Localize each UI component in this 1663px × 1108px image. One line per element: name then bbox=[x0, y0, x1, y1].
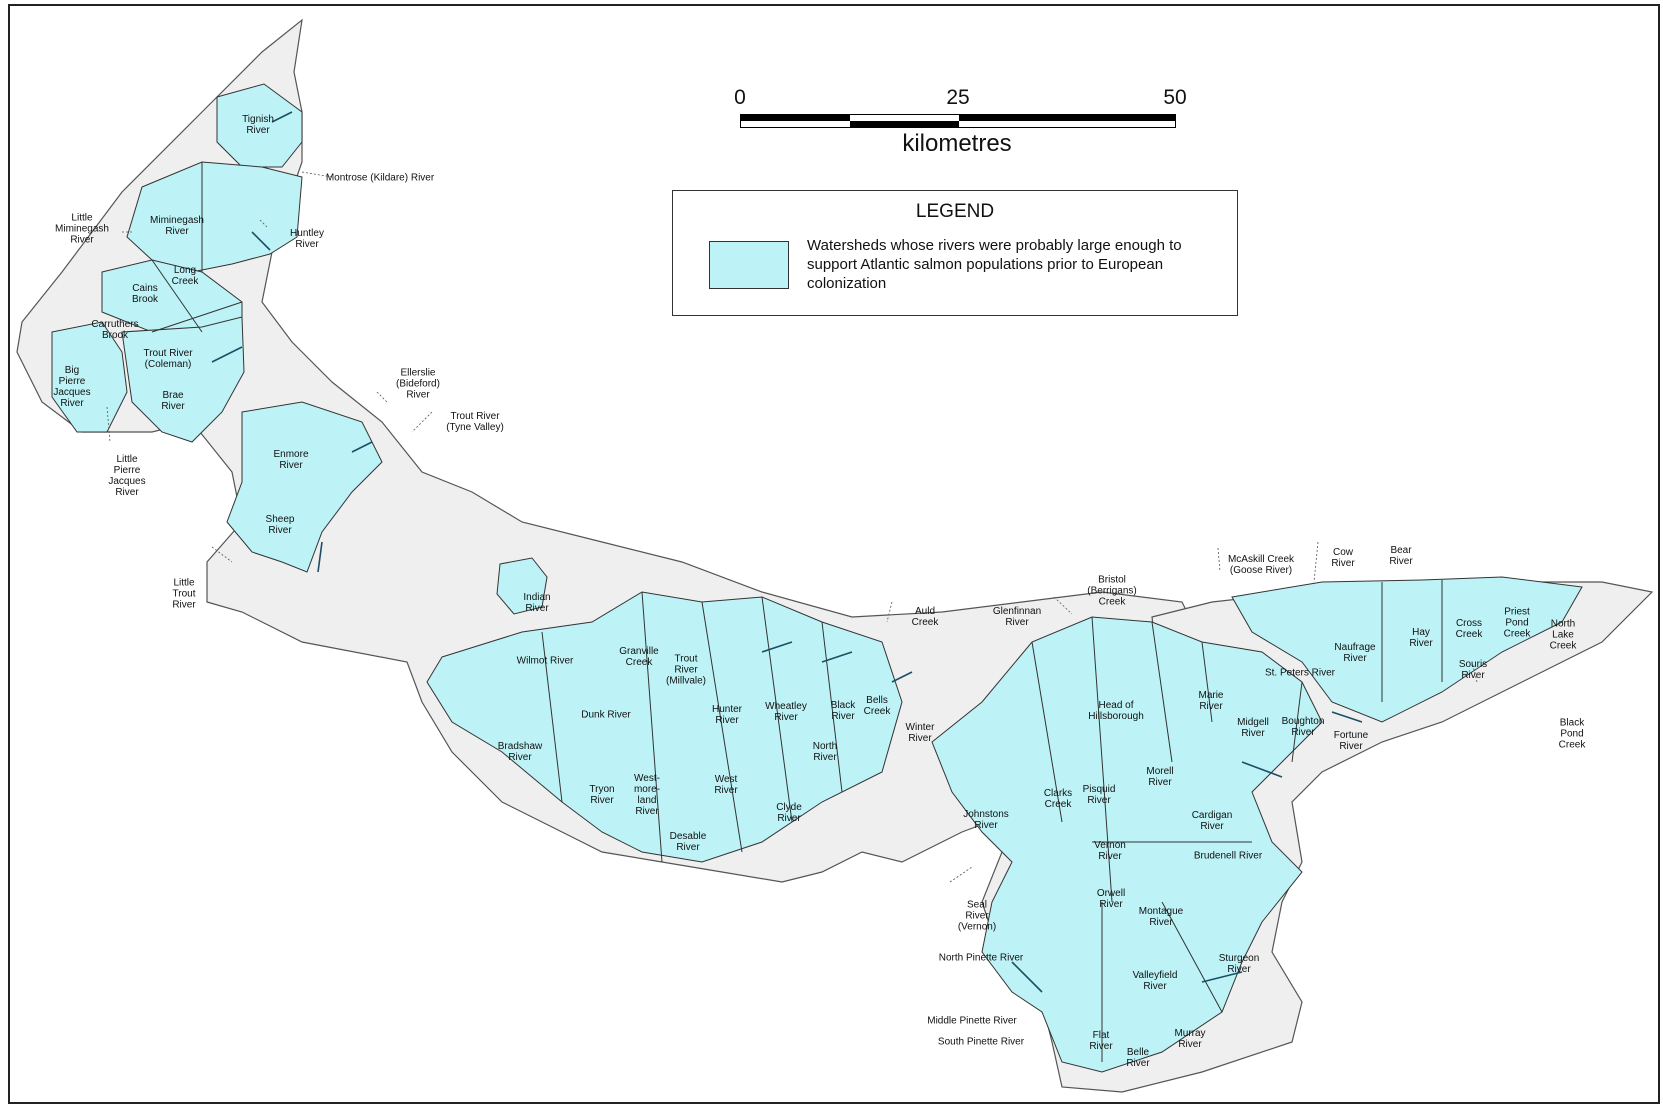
watershed-big-pierre bbox=[51, 321, 128, 433]
label-trout-river-millvale: Trout River (Millvale) bbox=[666, 653, 706, 687]
label-granville-creek: Granville Creek bbox=[619, 646, 659, 668]
label-west-river: West River bbox=[714, 774, 738, 796]
label-vernon-river: Vernon River bbox=[1094, 840, 1126, 862]
label-tignish-river: Tignish River bbox=[242, 114, 274, 136]
label-carruthers-brook: Carruthers Brook bbox=[91, 319, 139, 341]
label-hunter-river: Hunter River bbox=[711, 704, 743, 726]
watershed-indian bbox=[496, 557, 548, 615]
label-head-of-hillsborough: Head of Hillsborough bbox=[1088, 700, 1144, 722]
label-wilmot-river: Wilmot River bbox=[516, 655, 574, 667]
scale-seg-1 bbox=[741, 115, 850, 121]
label-boughton-river: Boughton River bbox=[1281, 716, 1325, 738]
label-valleyfield-river: Valleyfield River bbox=[1132, 970, 1178, 992]
label-naufrage-river: Naufrage River bbox=[1334, 642, 1376, 664]
legend-swatch bbox=[709, 241, 789, 289]
label-clyde-river: Clyde River bbox=[776, 802, 802, 824]
label-brae-river: Brae River bbox=[161, 390, 185, 412]
label-midgell-river: Midgell River bbox=[1237, 717, 1269, 739]
label-black-river: Black River bbox=[830, 700, 856, 722]
label-cains-brook: Cains Brook bbox=[131, 283, 159, 305]
label-cross-creek: Cross Creek bbox=[1455, 618, 1483, 640]
scale-seg-2 bbox=[850, 121, 959, 127]
label-westmoreland-river: West- more- land River bbox=[633, 773, 661, 817]
label-north-river: North River bbox=[812, 741, 838, 763]
label-hay-river: Hay River bbox=[1409, 627, 1433, 649]
label-desable-river: Desable River bbox=[669, 831, 707, 853]
label-flat-river: Flat River bbox=[1089, 1030, 1113, 1052]
label-bells-creek: Bells Creek bbox=[863, 695, 891, 717]
label-trout-river-tyne-valley: Trout River (Tyne Valley) bbox=[446, 411, 504, 433]
scale-tick-50: 50 bbox=[1163, 86, 1187, 109]
label-trout-river-coleman: Trout River (Coleman) bbox=[143, 348, 193, 370]
scale-bar-graphic bbox=[740, 114, 1176, 128]
label-pisquid-river: Pisquid River bbox=[1082, 784, 1116, 806]
label-winter-river: Winter River bbox=[905, 722, 935, 744]
label-priest-pond-creek: Priest Pond Creek bbox=[1503, 606, 1531, 640]
label-johnstons-river: Johnstons River bbox=[963, 809, 1009, 831]
label-black-pond-creek: Black Pond Creek bbox=[1558, 717, 1586, 751]
watershed-trout-coleman bbox=[121, 316, 245, 443]
leader-lines bbox=[106, 171, 1478, 883]
label-brudenell-river: Brudenell River bbox=[1193, 850, 1263, 862]
label-miminegash-river: Miminegash River bbox=[150, 215, 204, 237]
label-belle-river: Belle River bbox=[1126, 1047, 1150, 1069]
label-indian-river: Indian River bbox=[523, 592, 551, 614]
legend-entry-text: Watersheds whose rivers were probably la… bbox=[807, 237, 1182, 292]
label-wheatley-river: Wheatley River bbox=[765, 701, 807, 723]
label-auld-creek: Auld Creek bbox=[911, 606, 939, 628]
label-sheep-river: Sheep River bbox=[265, 514, 295, 536]
label-seal-river-vernon: Seal River (Vernon) bbox=[957, 899, 997, 933]
label-ellerslie-river: Ellerslie (Bideford) River bbox=[396, 367, 440, 401]
label-enmore-river: Enmore River bbox=[273, 449, 309, 471]
label-souris-river: Souris River bbox=[1458, 659, 1488, 681]
watershed-miminegash bbox=[126, 161, 303, 273]
label-north-lake-creek: North Lake Creek bbox=[1549, 618, 1577, 652]
label-bear-river: Bear River bbox=[1389, 545, 1413, 567]
label-fortune-river: Fortune River bbox=[1333, 730, 1369, 752]
watershed-east-central bbox=[931, 616, 1323, 1073]
island-landmass-west bbox=[16, 18, 1203, 883]
watershed-tignish bbox=[216, 83, 303, 168]
stream-network bbox=[211, 111, 1363, 993]
label-morell-river: Morell River bbox=[1146, 766, 1174, 788]
label-bristol-creek: Bristol (Berrigans) Creek bbox=[1087, 574, 1137, 608]
divide-lines bbox=[151, 162, 1443, 1062]
scale-tick-0: 0 bbox=[734, 86, 746, 109]
label-cow-river: Cow River bbox=[1331, 547, 1355, 569]
label-big-pierre-jacques-river: Big Pierre Jacques River bbox=[53, 365, 91, 409]
label-long-creek: Long Creek bbox=[171, 265, 199, 287]
label-clarks-creek: Clarks Creek bbox=[1043, 788, 1073, 810]
label-glenfinnan-river: Glenfinnan River bbox=[992, 606, 1042, 628]
label-north-pinette-river: North Pinette River bbox=[938, 952, 1024, 964]
label-st-peters-river: St. Peters River bbox=[1264, 667, 1336, 679]
watershed-central bbox=[426, 591, 903, 863]
label-marie-river: Marie River bbox=[1198, 690, 1224, 712]
label-montague-river: Montague River bbox=[1138, 906, 1184, 928]
label-tryon-river: Tryon River bbox=[589, 784, 615, 806]
label-bradshaw-river: Bradshaw River bbox=[497, 741, 543, 763]
label-murray-river: Murray River bbox=[1174, 1028, 1206, 1050]
scale-seg-3 bbox=[959, 115, 1175, 121]
label-little-trout-river: Little Trout River bbox=[172, 577, 196, 611]
label-little-pierre-jacques-river: Little Pierre Jacques River bbox=[108, 454, 146, 498]
label-dunk-river: Dunk River bbox=[581, 709, 631, 721]
watershed-northeast bbox=[1231, 576, 1583, 723]
label-mcaskill-creek: McAskill Creek (Goose River) bbox=[1227, 554, 1295, 576]
map-frame: 0 25 50 kilometres LEGEND Watersheds who… bbox=[8, 4, 1660, 1104]
scale-unit: kilometres bbox=[902, 130, 1012, 157]
island-map bbox=[16, 18, 1654, 1093]
label-middle-pinette-river: Middle Pinette River bbox=[927, 1015, 1017, 1027]
label-montrose-river: Montrose (Kildare) River bbox=[325, 172, 435, 184]
label-huntley-river: Huntley River bbox=[290, 228, 324, 250]
legend-box: LEGEND Watersheds whose rivers were prob… bbox=[672, 190, 1238, 316]
label-sturgeon-river: Sturgeon River bbox=[1218, 953, 1260, 975]
scale-tick-25: 25 bbox=[946, 86, 970, 109]
label-cardigan-river: Cardigan River bbox=[1191, 810, 1233, 832]
label-orwell-river: Orwell River bbox=[1096, 888, 1126, 910]
watershed-enmore-sheep bbox=[226, 401, 383, 573]
legend-title: LEGEND bbox=[915, 201, 995, 222]
scale-bar: 0 25 50 kilometres bbox=[734, 86, 1187, 166]
label-south-pinette-river: South Pinette River bbox=[937, 1036, 1025, 1048]
label-little-miminegash-river: Little Miminegash River bbox=[55, 212, 109, 246]
